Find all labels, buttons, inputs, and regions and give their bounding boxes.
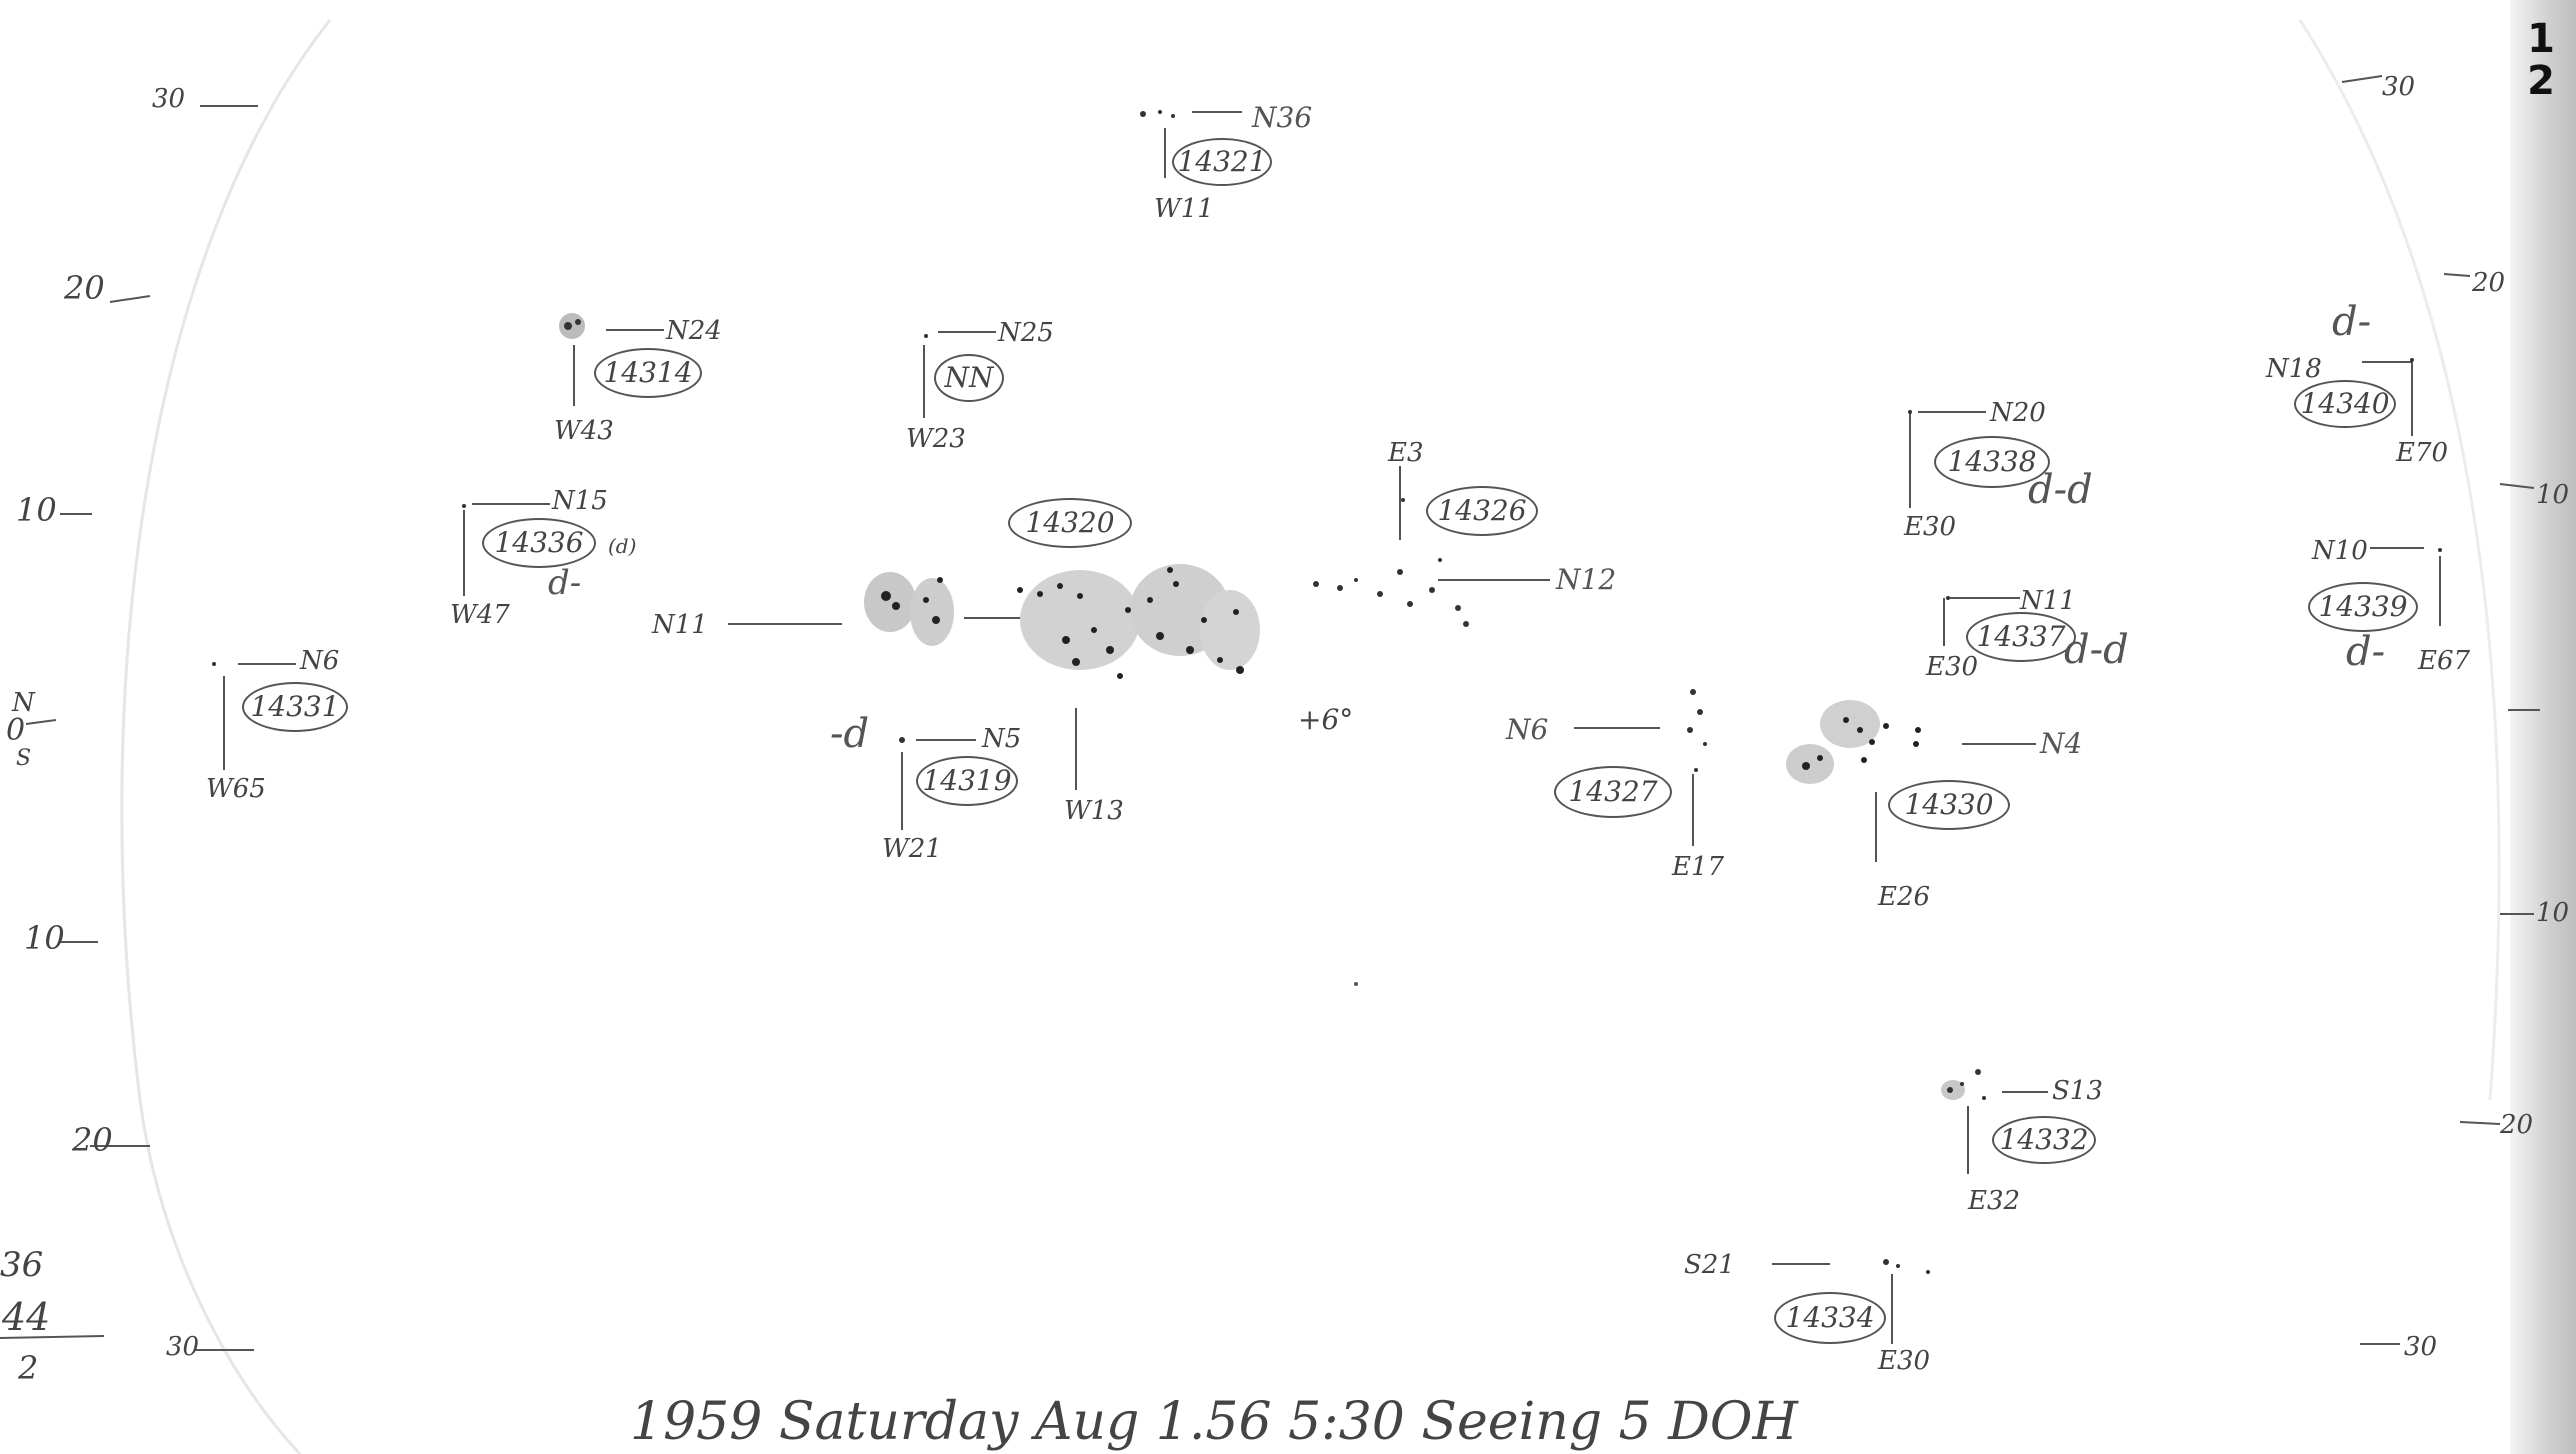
group-14334-lat: S21	[1684, 1250, 1735, 1280]
group-14337-number: 14337	[1966, 612, 2076, 662]
group-14340-lat: N18	[2266, 354, 2322, 384]
right-scale-30: 30	[2382, 72, 2416, 102]
group-14336-number: 14336	[482, 518, 596, 568]
group-14340-type: d-	[2332, 299, 2372, 345]
center-mark: +6°	[1298, 703, 1354, 736]
group-14331-number: 14331	[242, 682, 348, 732]
group-14330-lat: N4	[2040, 727, 2083, 760]
group-14330-number: 14330	[1888, 780, 2010, 830]
group-14327-lat: N6	[1506, 713, 1549, 746]
group-14326-lon: E3	[1388, 438, 1424, 468]
group-14314-number: 14314	[594, 348, 702, 398]
group-14336-lat: N15	[552, 486, 608, 516]
left-scale-20-south: 20	[72, 1121, 113, 1159]
group-14336-note: (d)	[608, 534, 637, 558]
right-scale-10-north: 10	[2536, 480, 2570, 510]
group-14338-type: d-d	[2028, 467, 2093, 513]
paper-edge	[2510, 0, 2576, 1454]
group-14331-lat: N6	[300, 646, 340, 676]
group-nn-number: NN	[934, 354, 1004, 402]
group-14314-lon: W43	[554, 416, 614, 446]
right-scale-20-south: 20	[2500, 1110, 2534, 1140]
observation-note: 1959 Saturday Aug 1.56 5:30 Seeing 5 DOH	[630, 1392, 1798, 1452]
group-14321-lon: W11	[1154, 194, 1214, 224]
group-14319-type: -d	[830, 711, 870, 757]
group-14337-lat: N11	[2020, 586, 2076, 616]
group-14338-number: 14338	[1934, 436, 2050, 488]
group-14339-number: 14339	[2308, 582, 2418, 632]
left-scale-10-north: 10	[16, 491, 57, 529]
group-14339-type: d-	[2346, 629, 2386, 675]
left-scale-north: N	[12, 688, 35, 718]
group-14326-lat: N12	[1556, 563, 1617, 596]
group-14331-lon: W65	[206, 774, 266, 804]
group-14336-lon: W47	[450, 600, 510, 630]
left-note-2: 2	[18, 1349, 39, 1387]
right-scale-30-south: 30	[2404, 1332, 2438, 1362]
group-14332-lon: E32	[1968, 1186, 2021, 1216]
left-note-44: 44	[2, 1295, 51, 1339]
group-14340-number: 14340	[2294, 380, 2396, 428]
group-14336-type: d-	[548, 563, 582, 603]
left-scale-20: 20	[64, 269, 105, 307]
right-scale-10-south: 10	[2536, 898, 2570, 928]
right-scale-20: 20	[2472, 268, 2506, 298]
left-scale-30-south: 30	[166, 1332, 200, 1362]
group-14340-lon: E70	[2396, 438, 2449, 468]
group-14319-lon: W21	[882, 834, 942, 864]
left-scale-30: 30	[152, 84, 186, 114]
group-14327-number: 14327	[1554, 766, 1672, 818]
group-14314-lat: N24	[666, 316, 722, 346]
group-nn-lon: W23	[906, 424, 966, 454]
group-14321-lat: N36	[1252, 101, 1313, 134]
group-14334-number: 14334	[1774, 1292, 1886, 1344]
group-14338-lat: N20	[1990, 398, 2046, 428]
sheet-number: 1 2	[2527, 16, 2555, 104]
group-14339-lat: N10	[2312, 536, 2368, 566]
group-14320-lat: N11	[652, 610, 708, 640]
group-14320-lon: W13	[1064, 796, 1124, 826]
left-scale-south: S	[16, 746, 32, 771]
left-scale-equator: 0	[6, 713, 26, 748]
group-14334-lon: E30	[1878, 1346, 1931, 1376]
left-scale-10-south: 10	[24, 919, 65, 957]
group-14320-number: 14320	[1008, 498, 1132, 548]
group-14339-lon: E67	[2418, 646, 2471, 676]
group-14330-lon: E26	[1878, 882, 1931, 912]
group-14338-lon: E30	[1904, 512, 1957, 542]
group-14337-type: d-d	[2064, 627, 2129, 673]
group-14337-lon: E30	[1926, 652, 1979, 682]
group-nn-lat: N25	[998, 318, 1054, 348]
group-14326-number: 14326	[1426, 486, 1538, 536]
group-14332-lat: S13	[2052, 1076, 2103, 1106]
group-14319-lat: N5	[982, 724, 1022, 754]
group-14332-number: 14332	[1992, 1116, 2096, 1164]
left-note-36: 36	[0, 1245, 44, 1285]
group-14321-number: 14321	[1172, 138, 1272, 186]
group-14327-lon: E17	[1672, 852, 1725, 882]
group-14319-number: 14319	[916, 756, 1018, 806]
